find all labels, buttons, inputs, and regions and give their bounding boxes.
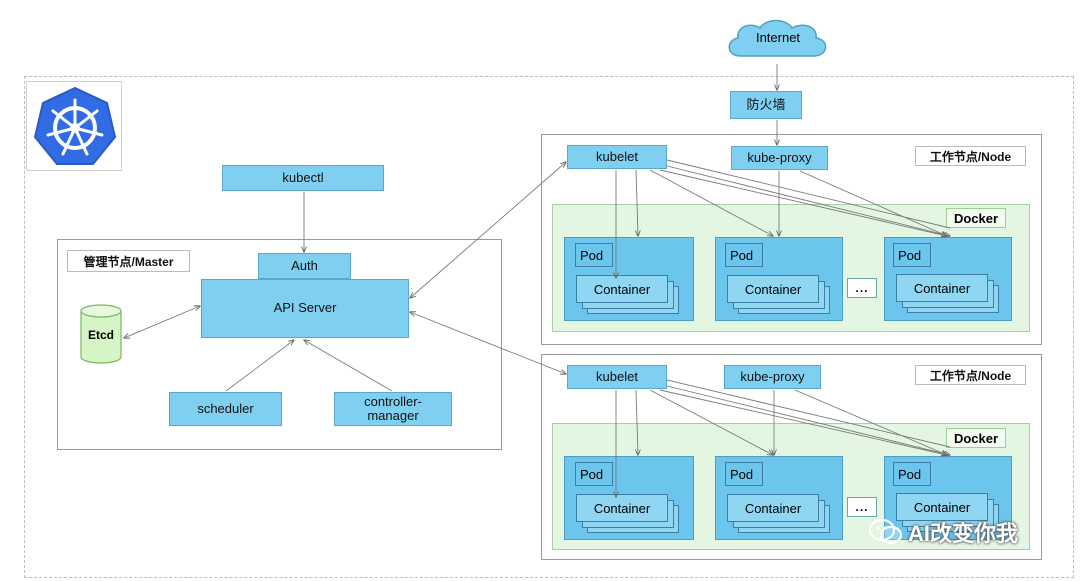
firewall-box: 防火墙 — [730, 91, 802, 119]
node-2-kube-proxy: kube-proxy — [724, 365, 821, 389]
node-1-docker-label: Docker — [946, 208, 1006, 228]
database-cylinder-icon — [80, 304, 122, 364]
node-2-pod-3-label: Pod — [893, 462, 931, 486]
node-1-pod-3-label: Pod — [893, 243, 931, 267]
scheduler-box: scheduler — [169, 392, 282, 426]
node-1-pod-1-container: Container — [576, 275, 668, 303]
node-1-pod-3-container: Container — [896, 274, 988, 302]
kubernetes-logo-icon — [33, 86, 117, 165]
node-1-kubelet: kubelet — [567, 145, 667, 169]
node-2-pod-1-container: Container — [576, 494, 668, 522]
internet-label: Internet — [755, 30, 801, 45]
outer-frame — [24, 76, 1074, 578]
node-2-ellipsis: ... — [847, 497, 877, 517]
watermark-text: AI改变你我 — [908, 521, 1019, 546]
node-1-pod-2-container: Container — [727, 275, 819, 303]
node-2-pod-3-container: Container — [896, 493, 988, 521]
node-2-kubelet: kubelet — [567, 365, 667, 389]
cloud-icon — [728, 19, 827, 57]
logo-box — [26, 81, 122, 171]
node-1-pod-2-label: Pod — [725, 243, 763, 267]
controller-manager-box: controller-manager — [334, 392, 452, 426]
node-2-pod-2-label: Pod — [725, 462, 763, 486]
node-2-pod-2-container: Container — [727, 494, 819, 522]
node-1-kube-proxy: kube-proxy — [731, 146, 828, 170]
auth-box: Auth — [258, 253, 351, 279]
wechat-icon — [868, 518, 903, 545]
node-2-title: 工作节点/Node — [915, 365, 1026, 385]
etcd-label: Etcd — [87, 328, 114, 342]
master-title: 管理节点/Master — [67, 250, 190, 272]
internet-cloud: Internet — [722, 16, 834, 64]
node-2-pod-1-label: Pod — [575, 462, 613, 486]
api-server-box: API Server — [201, 279, 409, 338]
kubectl-box: kubectl — [222, 165, 384, 191]
node-1-title: 工作节点/Node — [915, 146, 1026, 166]
etcd-cylinder: Etcd — [79, 303, 123, 365]
node-1-pod-1-label: Pod — [575, 243, 613, 267]
node-2-docker-label: Docker — [946, 428, 1006, 448]
node-1-ellipsis: ... — [847, 278, 877, 298]
watermark: AI改变你我 — [868, 515, 1058, 549]
